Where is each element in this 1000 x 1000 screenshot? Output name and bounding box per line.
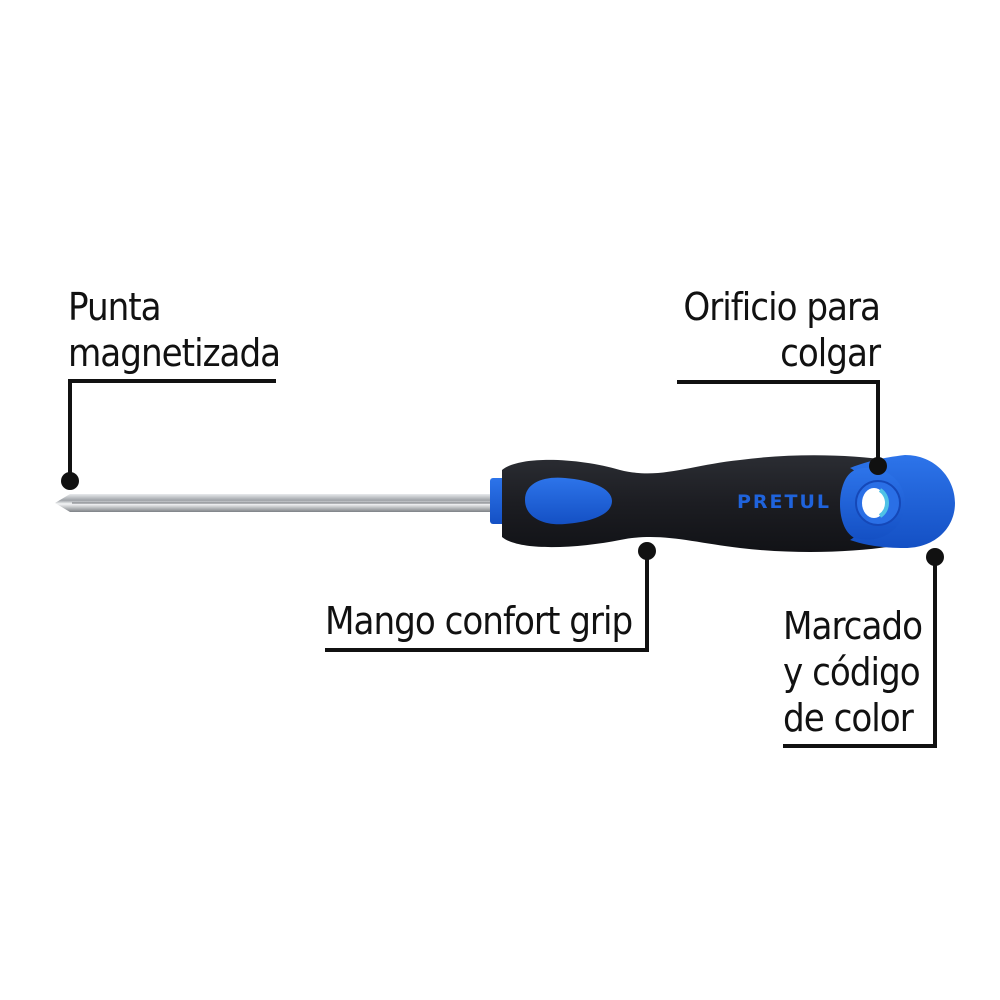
grip-inset [525,477,612,525]
callout-grip-label: Mango confort grip [325,599,633,643]
callout-tip-dot [61,472,79,490]
callout-tip-label: Punta magnetizada [68,285,281,375]
callout-code-vline [933,556,937,748]
callout-hole-hline [677,380,880,384]
callout-code-hline [783,744,937,748]
shaft [55,494,500,512]
callout-tip-vline [68,379,72,479]
callout-grip-vline [645,550,649,652]
callout-code-label: Marcado y código de color [783,604,923,740]
callout-hole-dot [869,457,887,475]
brand-logo: PRETUL [737,491,831,513]
handle [502,455,900,552]
hanging-hole [855,480,901,526]
callout-grip-hline [325,648,649,652]
callout-hole-vline [876,380,880,466]
callout-hole-label: Orificio para colgar [683,285,881,375]
callout-tip-hline [68,379,276,383]
